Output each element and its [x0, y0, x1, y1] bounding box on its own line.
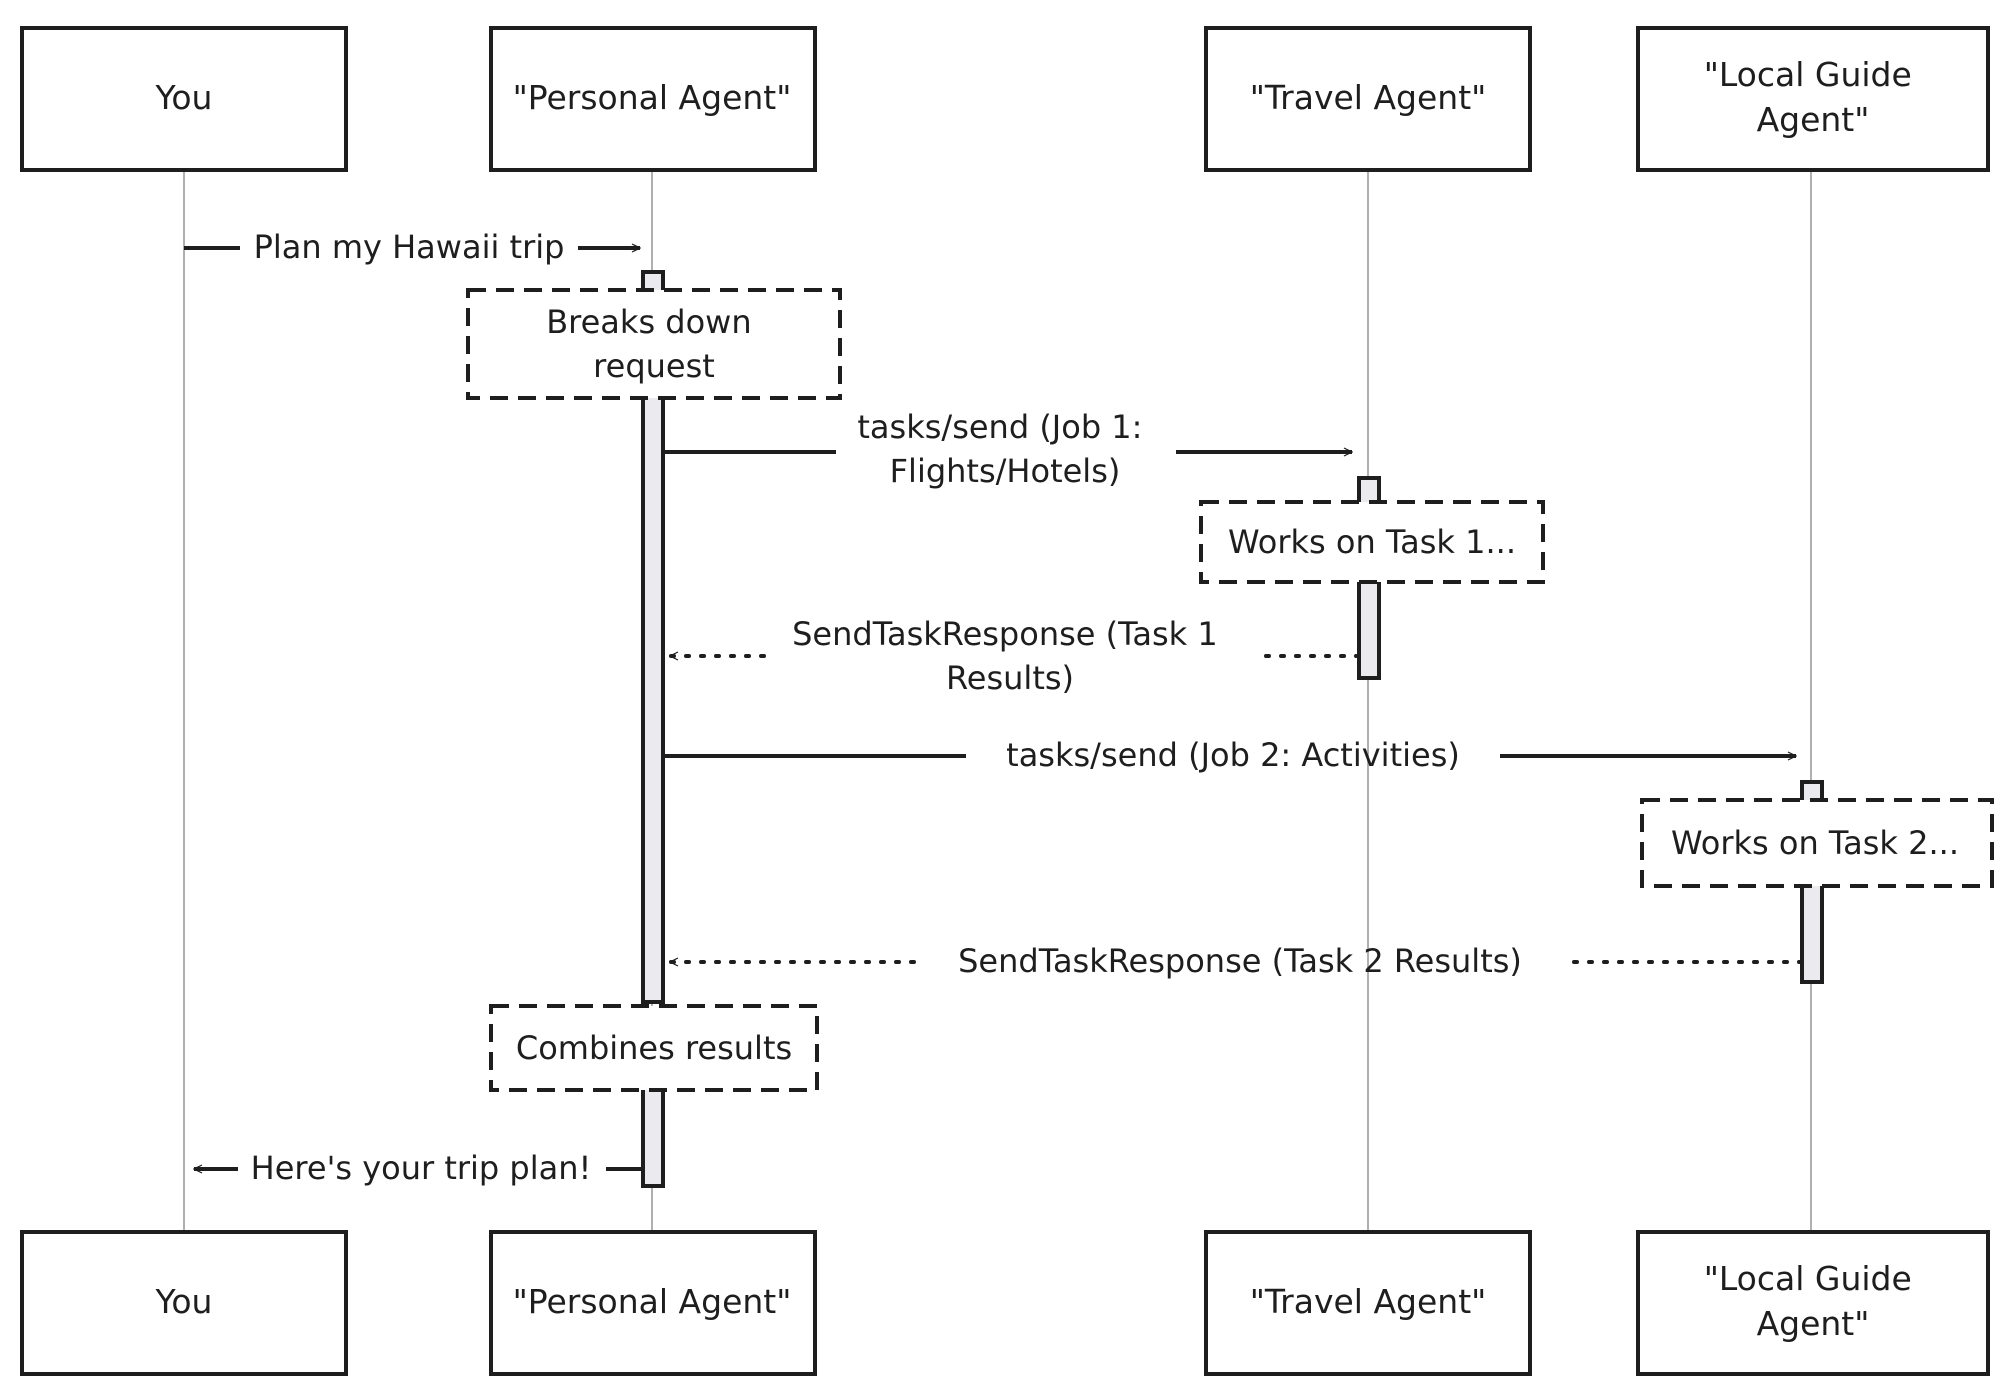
message-label: SendTaskResponse (Task 1 Results)	[792, 615, 1228, 697]
message-plan-trip: Plan my Hawaii trip	[184, 228, 640, 266]
participant-you-bottom[interactable]: You	[20, 1230, 348, 1376]
svg-text:You: You	[155, 78, 213, 117]
message-label: tasks/send (Job 1: Flights/Hotels)	[857, 408, 1152, 490]
note-box	[1199, 500, 1545, 584]
message-label: SendTaskResponse (Task 2 Results)	[958, 942, 1522, 980]
note-box	[489, 1004, 819, 1092]
activation-personal-2	[641, 1086, 665, 1188]
message-job1: tasks/send (Job 1: Flights/Hotels)	[663, 408, 1352, 490]
message-label: Plan my Hawaii trip	[254, 228, 565, 266]
svg-text:"Travel Agent": "Travel Agent"	[1250, 1282, 1487, 1321]
svg-text:"Personal Agent": "Personal Agent"	[513, 1282, 792, 1321]
participant-personal-agent-top[interactable]: "Personal Agent"	[489, 26, 817, 172]
activation-personal-1	[641, 270, 665, 1004]
participants-bottom: You "Personal Agent" "Travel Agent" "Loc…	[20, 1230, 1990, 1376]
note-works-task1: Works on Task 1...	[1199, 500, 1545, 584]
svg-text:"Travel Agent": "Travel Agent"	[1250, 78, 1487, 117]
note-box	[1640, 798, 1994, 888]
participants-top: You "Personal Agent" "Travel Agent" "Loc…	[20, 26, 1990, 172]
note-combines-results: Combines results	[489, 1004, 819, 1092]
svg-text:You: You	[155, 1282, 213, 1321]
note-label: Combines results	[516, 1029, 792, 1067]
message-trip-plan: Here's your trip plan!	[194, 1149, 643, 1187]
participant-travel-agent-top[interactable]: "Travel Agent"	[1204, 26, 1532, 172]
svg-text:"Personal Agent": "Personal Agent"	[513, 78, 792, 117]
message-response1: SendTaskResponse (Task 1 Results)	[668, 615, 1361, 697]
note-label: Works on Task 1...	[1228, 523, 1516, 561]
participant-local-guide-agent-bottom[interactable]: "Local Guide Agent"	[1636, 1230, 1990, 1376]
message-job2: tasks/send (Job 2: Activities)	[663, 736, 1796, 774]
participant-local-guide-agent-top[interactable]: "Local Guide Agent"	[1636, 26, 1990, 172]
lifelines	[183, 170, 1812, 1232]
note-works-task2: Works on Task 2...	[1640, 798, 1994, 888]
note-label: Works on Task 2...	[1671, 824, 1959, 862]
note-label: Breaks down request	[546, 303, 762, 385]
note-box	[466, 288, 842, 400]
svg-text:"Local Guide Agent": "Local Guide Agent"	[1704, 55, 1923, 139]
participant-you-top[interactable]: You	[20, 26, 348, 172]
message-label: tasks/send (Job 2: Activities)	[1006, 736, 1460, 774]
message-label: Here's your trip plan!	[251, 1149, 592, 1187]
note-breaks-down: Breaks down request	[466, 288, 842, 400]
activations	[641, 270, 1824, 1188]
svg-text:"Local Guide Agent": "Local Guide Agent"	[1704, 1259, 1923, 1343]
participant-personal-agent-bottom[interactable]: "Personal Agent"	[489, 1230, 817, 1376]
message-response2: SendTaskResponse (Task 2 Results)	[668, 942, 1804, 980]
participant-travel-agent-bottom[interactable]: "Travel Agent"	[1204, 1230, 1532, 1376]
